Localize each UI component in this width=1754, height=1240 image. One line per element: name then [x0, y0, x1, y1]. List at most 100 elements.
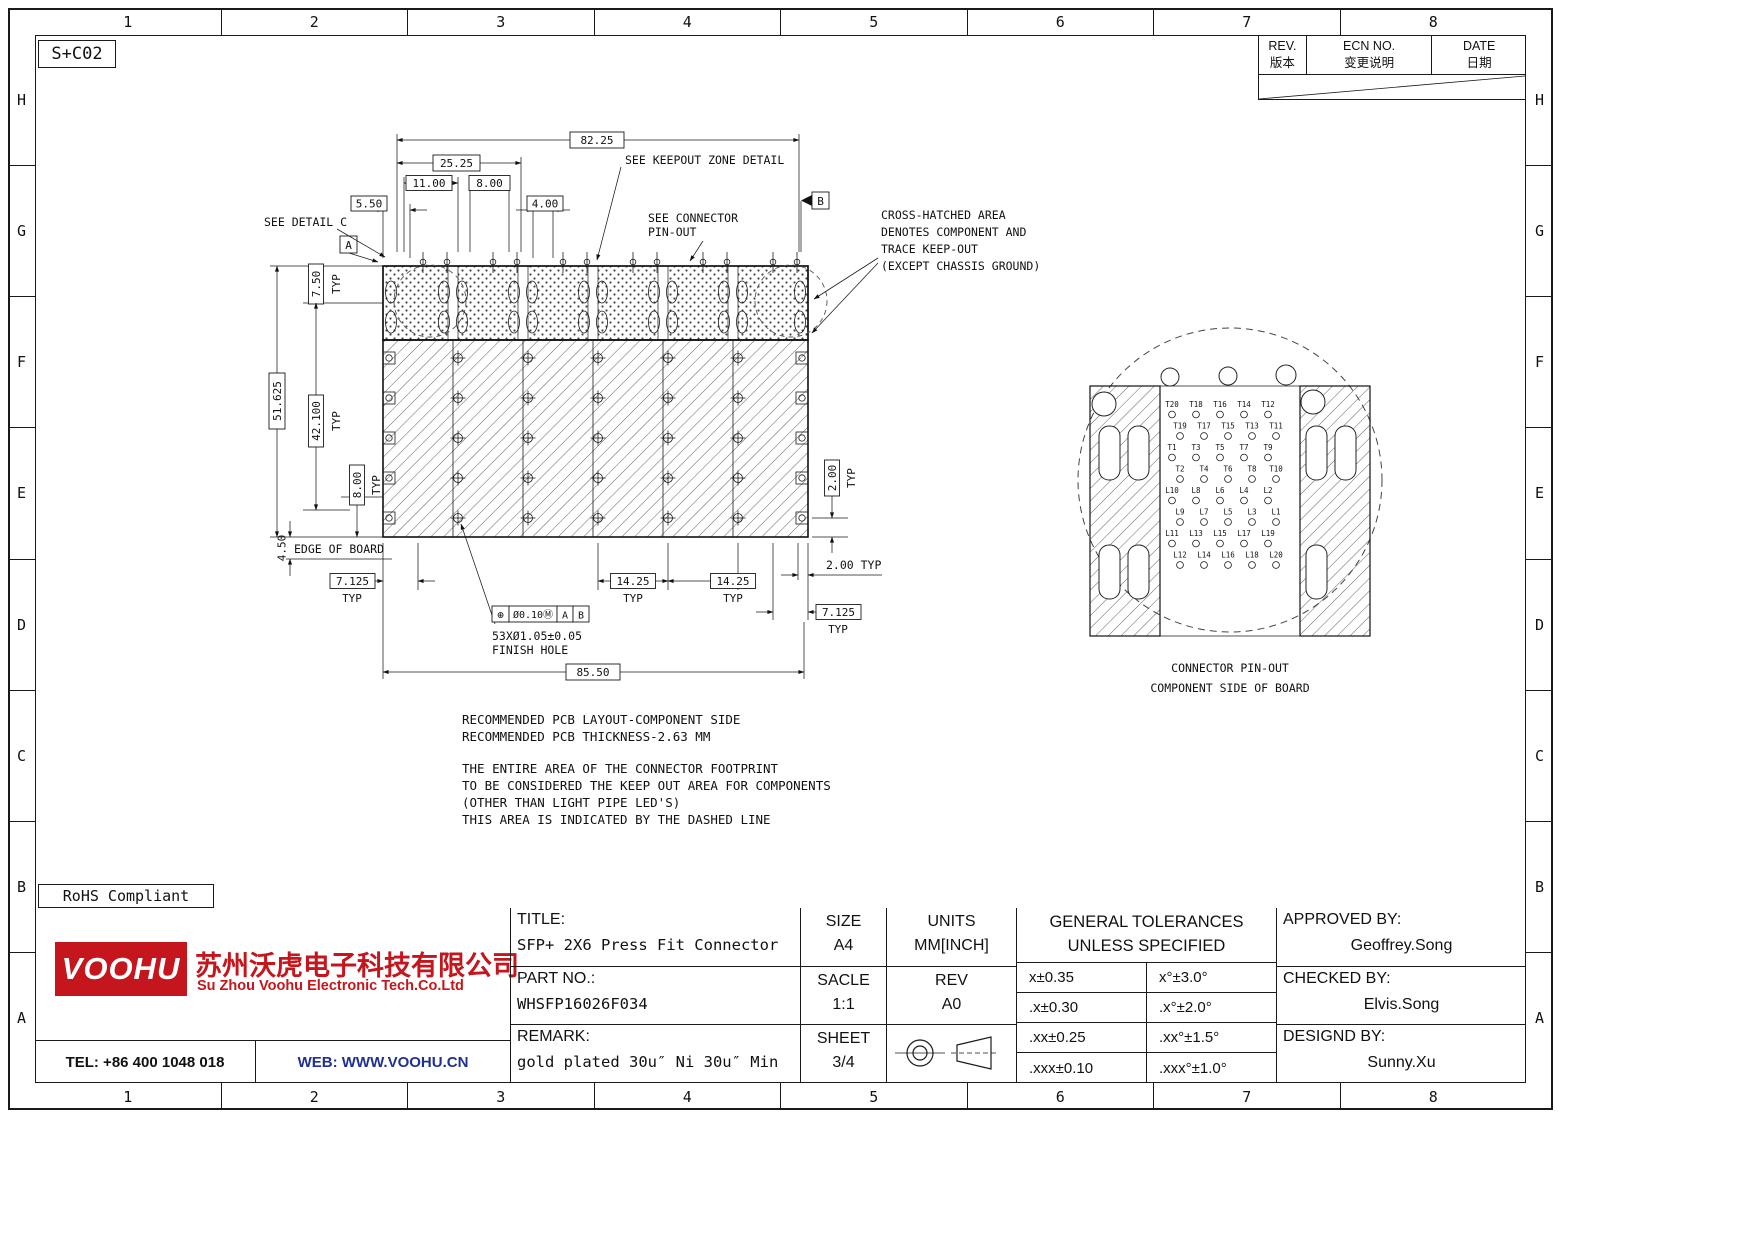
grid-row-label: A: [1534, 1008, 1545, 1027]
pinout-pin-hole: [1264, 539, 1272, 548]
tolerance-header-2: UNLESS SPECIFIED: [1067, 937, 1226, 955]
pinout-pin-hole: [1240, 539, 1248, 548]
pinout-pin-label: T16: [1213, 400, 1227, 409]
pin-mark: [629, 258, 637, 266]
edge-pad-hole: [385, 474, 393, 482]
pinout-pin-label: T4: [1199, 465, 1209, 474]
press-fit-pad: [438, 280, 450, 304]
pin-mark: [769, 258, 777, 266]
tolerance-cell: .xx±0.25: [1016, 1022, 1146, 1052]
press-fit-pad: [385, 280, 397, 304]
title-cell: TITLE: SFP+ 2X6 Press Fit Connector: [510, 908, 800, 966]
sheet-code: S+C02: [38, 40, 116, 68]
tol-linear-2: .x±0.30: [1029, 999, 1079, 1016]
crosshatch-note-3: TRACE KEEP-OUT: [881, 242, 978, 256]
pinout-caption-1: CONNECTOR PIN-OUT: [1171, 661, 1289, 675]
grid-row-label: C: [8, 691, 35, 822]
edge-pad: [795, 431, 809, 445]
grid-col-label: 3: [408, 1083, 595, 1110]
pinout-pin-hole: [1272, 475, 1280, 483]
note-line: (OTHER THAN LIGHT PIPE LED'S): [462, 795, 680, 810]
dim-2-00-typ-h: 2.00 TYP: [826, 558, 881, 572]
pinout-pin-hole: [1248, 561, 1256, 569]
pinout-pin-hole: [1224, 475, 1232, 483]
company-name-en: Su Zhou Voohu Electronic Tech.Co.Ltd: [197, 978, 464, 994]
pinout-pin-hole: [1168, 496, 1176, 505]
edge-pad-hole: [798, 474, 806, 482]
pin-mark: [559, 258, 567, 266]
edge-pad: [795, 391, 809, 405]
press-fit-pad: [526, 280, 538, 304]
edge-pad-hole: [385, 354, 393, 362]
pinout-pin-label: T15: [1221, 422, 1235, 431]
press-fit-pad: [438, 310, 450, 334]
dim-8-00-top: 8.00: [476, 177, 503, 190]
pinout-pin-label: L11: [1165, 529, 1179, 538]
grid-row-label: E: [8, 428, 35, 560]
pinout-pin-hole: [1192, 496, 1200, 505]
typ-label: TYP: [330, 274, 343, 294]
tol-linear-4: .xxx±0.10: [1029, 1059, 1094, 1077]
grid-row-label: A: [16, 1008, 27, 1027]
callouts: SEE KEEPOUT ZONE DETAIL SEE DETAIL C SEE…: [264, 153, 1040, 334]
datum-a-flag: A: [345, 239, 352, 252]
press-fit-pad: [718, 280, 730, 304]
see-detail-c-label: SEE DETAIL C: [264, 215, 347, 229]
ecn-header-cn: 变更说明: [1344, 55, 1395, 70]
pinout-pin-label: L4: [1239, 486, 1249, 495]
dim-7-125-right: 7.125: [822, 606, 855, 619]
third-angle-projection-icon: [895, 1036, 999, 1070]
fcf-datum-b: B: [578, 610, 584, 621]
pin-mark: [583, 258, 591, 266]
pinout-pin-label: T13: [1245, 422, 1259, 431]
approved-by-cell: APPROVED BY: Geoffrey.Song: [1276, 908, 1526, 966]
hole-callout-2: FINISH HOLE: [492, 643, 568, 657]
pin-mark: [443, 258, 451, 266]
dim-11-00: 11.00: [412, 177, 445, 190]
pinout-detail: CONNECTOR PIN-OUT COMPONENT SIDE OF BOAR…: [1077, 327, 1383, 695]
pinout-pin-label: L10: [1165, 486, 1179, 495]
grid-ruler-top: 1 2 3 4 5 6 7 8: [35, 8, 1526, 35]
edge-pad-hole: [798, 514, 806, 522]
press-fit-pad: [794, 310, 806, 334]
remark-label: REMARK:: [517, 1028, 590, 1045]
tolerance-cell: .xxx°±1.0°: [1146, 1052, 1276, 1083]
typ-label: TYP: [623, 592, 643, 605]
pinout-pin-label: L15: [1213, 529, 1227, 538]
pinout-pin-label: L19: [1261, 529, 1275, 538]
rev-column-header: REV. 版本: [1259, 35, 1307, 74]
detail-c-circle: [754, 264, 828, 338]
dim-4-50: 4.50: [276, 535, 289, 562]
pin-mark: [419, 258, 427, 266]
typ-label: TYP: [330, 411, 343, 431]
edge-of-board-label: EDGE OF BOARD: [294, 542, 384, 556]
press-fit-pad: [578, 280, 590, 304]
grid-col-label: 5: [781, 1083, 968, 1110]
crosshatch-note-1: CROSS-HATCHED AREA: [881, 208, 1006, 222]
grid-col-label: 8: [1428, 12, 1438, 31]
projection-cell: [886, 1024, 1016, 1083]
company-name-cn: 苏州沃虎电子科技有限公司: [195, 951, 519, 981]
pinout-pin-hole: [1248, 432, 1256, 440]
grid-ruler-bottom: 1 2 3 4 5 6 7 8: [35, 1083, 1526, 1110]
size-value: A4: [833, 937, 854, 954]
grid-col-label: 8: [1428, 1087, 1438, 1106]
grid-row-label: F: [1526, 297, 1553, 429]
pinout-pin-hole: [1216, 539, 1224, 548]
grid-ruler-left: H G F E D C B A: [8, 35, 35, 1083]
grid-row-label: F: [8, 297, 35, 429]
size-label: SIZE: [825, 913, 862, 930]
crosshatch-note-4: (EXCEPT CHASSIS GROUND): [881, 259, 1040, 273]
pinout-pin-label: L1: [1271, 508, 1280, 517]
edge-pad: [382, 351, 396, 365]
web-text[interactable]: WEB: WWW.VOOHU.CN: [297, 1053, 469, 1071]
pinout-pin-hole: [1176, 475, 1184, 483]
pinout-pin-hole: [1240, 496, 1248, 505]
press-fit-pad: [794, 280, 806, 304]
pinout-pin-hole: [1264, 496, 1272, 505]
edge-pad: [382, 471, 396, 485]
rev-value: A0: [941, 996, 962, 1013]
pinout-pin-label: T5: [1215, 443, 1224, 452]
grid-row-label: G: [8, 166, 35, 298]
